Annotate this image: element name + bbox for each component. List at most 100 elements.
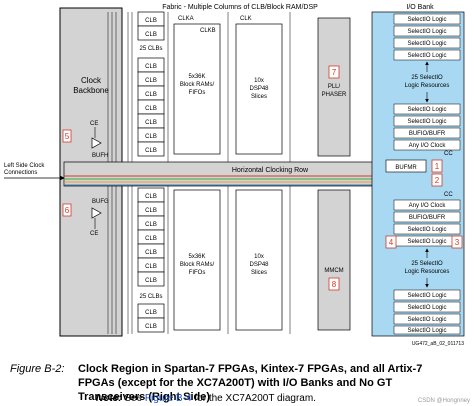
dsp-label-1: 10x [254,254,264,260]
any-io-clock-label: Any I/O Clock [409,203,447,209]
selectio-label: SelectIO Logic [407,119,446,125]
clkb-label: CLKB [200,28,216,34]
selectio-label: SelectIO Logic [407,305,446,311]
clb-label: CLB [145,194,157,200]
selectio-label: SelectIO Logic [407,41,446,47]
marker-3-box [451,235,463,249]
bufio-bufr-label: BUFIO/BUFR [409,215,446,221]
selectio-row [393,103,461,115]
marker-5: 5 [65,132,70,141]
horizontal-clocking-row-label: Horizontal Clocking Row [232,167,309,174]
dsp-label-1: 10x [254,78,264,84]
clock-region-diagram: Clock Backbone Left Side Clock Connectio… [4,4,465,347]
figure-title: Clock Region in Spartan-7 FPGAs, Kintex-… [78,363,423,403]
marker-6: 6 [65,206,70,215]
block-ram-label-1: 5x36K [188,74,205,80]
dsp-label-2: DSP48 [249,262,269,268]
marker-2-box [431,173,443,187]
clb-label: CLB [145,250,157,256]
selectio-resources-label-1: 25 SelectIO [411,261,443,267]
clb-label: CLB [145,148,157,154]
figure-code: UG472_aB_02_011713 [412,341,464,347]
dsp-label-3: Slices [251,270,267,276]
selectio-label: SelectIO Logic [407,227,446,233]
clka-label: CLKA [178,16,194,22]
clb-block [137,317,165,333]
watermark: CSDN @Hongnney [417,398,470,404]
block-ram-label-3: FIFOs [189,90,206,96]
selectio-row [393,25,461,37]
mmcm-block [317,189,351,331]
selectio-label: SelectIO Logic [407,239,446,245]
figure-note: Note: See Figure B-4 for the XC7A200T di… [96,392,316,406]
marker-4-box [385,235,397,249]
bufg-icon [91,207,102,219]
clb-block [137,25,165,41]
selectio-row [393,49,461,61]
pll-label-2: PHASER [322,92,347,98]
selectio-row [393,313,461,325]
selectio-row [393,127,461,139]
selectio-label: SelectIO Logic [407,293,446,299]
block-ram-label-3: FIFOs [189,270,206,276]
marker-4: 4 [389,238,394,247]
selectio-resources-label-2: Logic Resources [405,83,450,89]
selectio-label: SelectIO Logic [407,53,446,59]
figure-label: Figure B-2: [10,363,65,375]
selectio-row [393,211,461,223]
clb-count-label: 25 CLBs [139,294,162,300]
marker-8-box [328,277,340,291]
cc-label-bottom: CC [444,192,453,198]
left-side-clock-label-2: Connections [4,170,37,176]
mmcm-label: MMCM [324,268,343,274]
clb-label: CLB [145,208,157,214]
selectio-label: SelectIO Logic [407,107,446,113]
selectio-label: SelectIO Logic [407,328,446,334]
io-bank-title: I/O Bank [406,4,434,11]
bufmr-label: BUFMR [395,165,417,171]
selectio-resources-label-2: Logic Resources [405,269,450,275]
clb-label: CLB [145,106,157,112]
clb-label: CLB [145,310,157,316]
marker-8: 8 [332,280,337,289]
dsp-label-2: DSP48 [249,86,269,92]
clk-label: CLK [240,16,252,22]
marker-3: 3 [455,238,460,247]
selectio-row [393,115,461,127]
bufh-label: BUFH [92,153,108,159]
clb-column-bottom: CLB CLB CLB CLB CLB CLB CLB 25 CLBs CLB … [137,187,165,333]
clb-label: CLB [145,324,157,330]
marker-7: 7 [332,68,337,77]
bufio-bufr-label: BUFIO/BUFR [409,131,446,137]
marker-6-box [62,203,72,217]
left-side-clock-label-1: Left Side Clock [4,163,45,169]
clb-label: CLB [145,278,157,284]
selectio-row [393,13,461,25]
selectio-resources-label-1: 25 SelectIO [411,75,443,81]
figure-b4-link[interactable]: Figure B-4 [144,393,192,404]
any-io-clock-label: Any I/O Clock [409,143,447,149]
selectio-row [393,223,461,235]
pll-label-1: PLL/ [328,84,341,90]
selectio-row [393,199,461,211]
clb-label: CLB [145,78,157,84]
dsp-bottom [235,189,283,331]
ce-label-bottom: CE [90,231,98,237]
selectio-row [393,37,461,49]
selectio-row [393,289,461,301]
note-pre: See [124,393,143,404]
note-label: Note: [96,393,122,404]
clb-label: CLB [145,264,157,270]
bufh-icon [91,137,102,149]
selectio-label: SelectIO Logic [407,29,446,35]
clb-label: CLB [145,92,157,98]
clb-column-top: CLB CLB 25 CLBs CLB CLB CLB CLB CLB CLB … [137,11,165,157]
note-post: for the XC7A200T diagram. [194,393,316,404]
marker-7-box [328,65,340,79]
dsp-label-3: Slices [251,94,267,100]
marker-2: 2 [435,176,440,185]
block-ram-label-2: Block RAMs/ [180,262,215,268]
clb-label: CLB [145,222,157,228]
bufmr-block [385,159,427,173]
io-bank [371,11,465,337]
